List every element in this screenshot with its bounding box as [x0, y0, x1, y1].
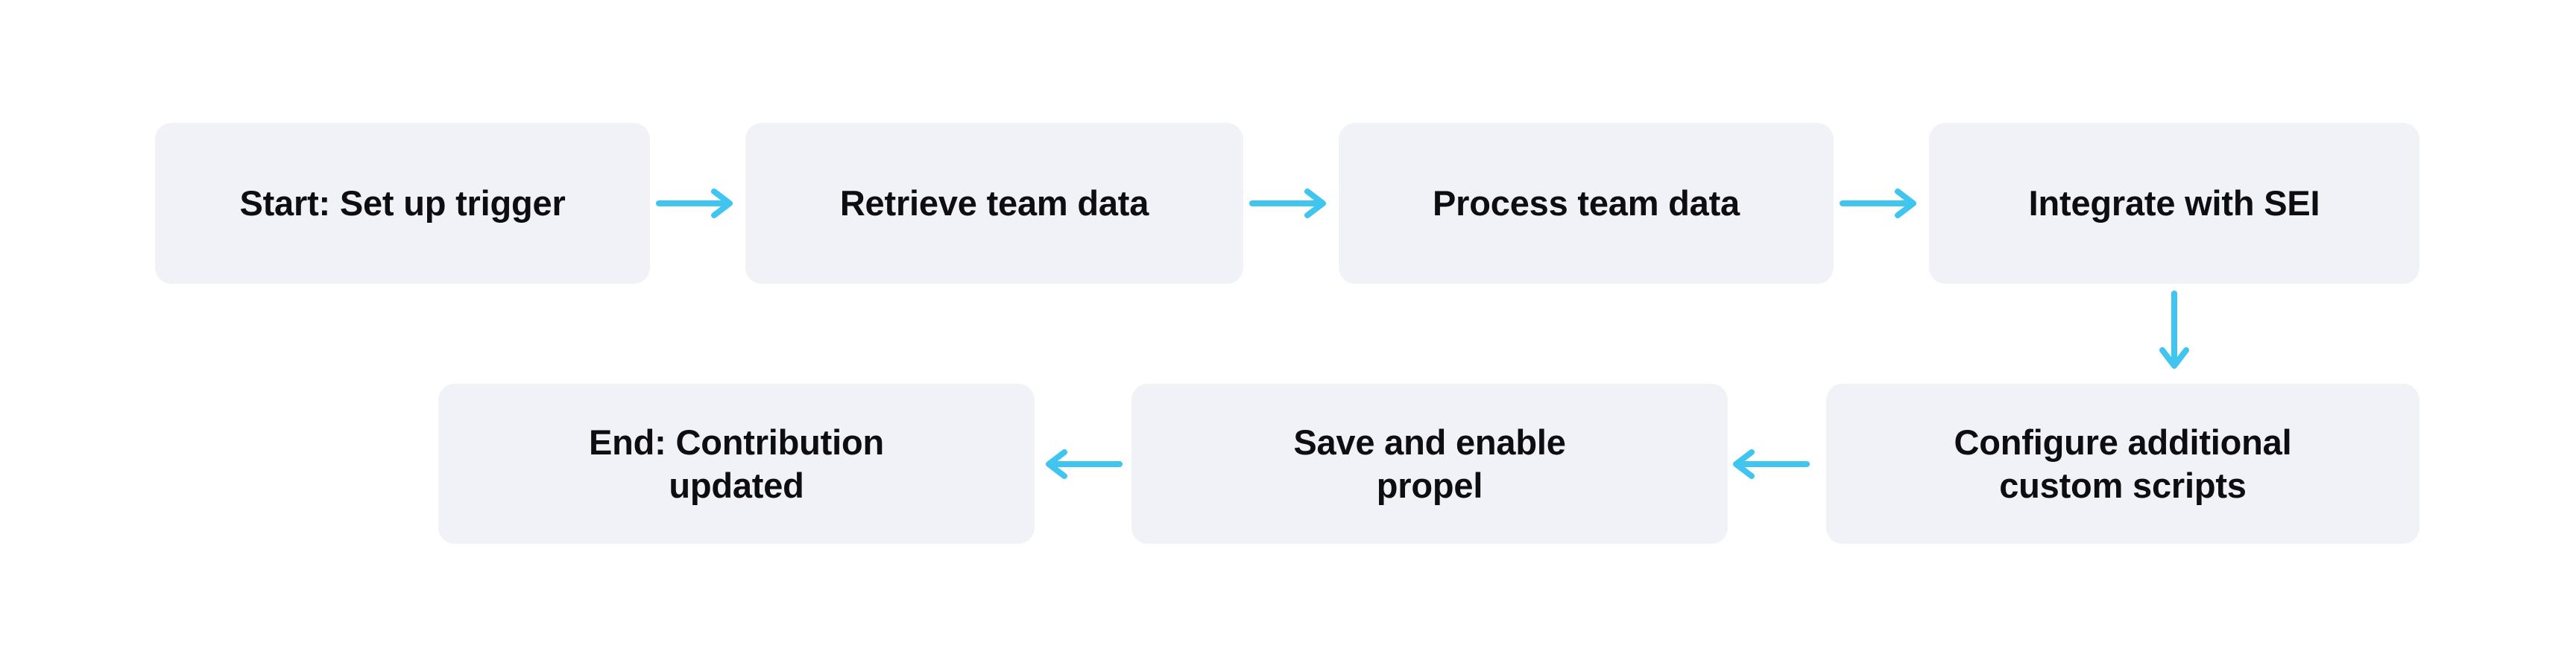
flow-node-start[interactable]: Start: Set up trigger	[155, 123, 650, 284]
flow-node-retrieve-label: Retrieve team data	[839, 183, 1149, 223]
flow-node-process[interactable]: Process team data	[1339, 123, 1834, 284]
flow-node-configure-label: Configure additional custom scripts	[1954, 422, 2292, 505]
flow-node-end-label: End: Contribution updated	[589, 422, 884, 505]
flow-node-configure[interactable]: Configure additional custom scripts	[1826, 384, 2419, 544]
flow-node-integrate[interactable]: Integrate with SEI	[1929, 123, 2419, 284]
flow-node-start-label: Start: Set up trigger	[239, 183, 566, 223]
flow-arrow-configure-to-save	[1728, 448, 1810, 480]
flow-node-save[interactable]: Save and enable propel	[1131, 384, 1728, 544]
flow-node-save-label: Save and enable propel	[1293, 422, 1566, 505]
flow-arrow-save-to-end	[1041, 448, 1123, 480]
flow-node-integrate-label: Integrate with SEI	[2028, 183, 2320, 223]
flow-arrow-start-to-retrieve	[656, 188, 738, 219]
flow-arrow-retrieve-to-process	[1249, 188, 1331, 219]
flow-arrow-process-to-integrate	[1840, 188, 1922, 219]
flow-arrow-integrate-to-configure	[2159, 291, 2190, 374]
flow-node-retrieve[interactable]: Retrieve team data	[745, 123, 1243, 284]
flow-node-end[interactable]: End: Contribution updated	[438, 384, 1035, 544]
flow-node-process-label: Process team data	[1433, 183, 1740, 223]
